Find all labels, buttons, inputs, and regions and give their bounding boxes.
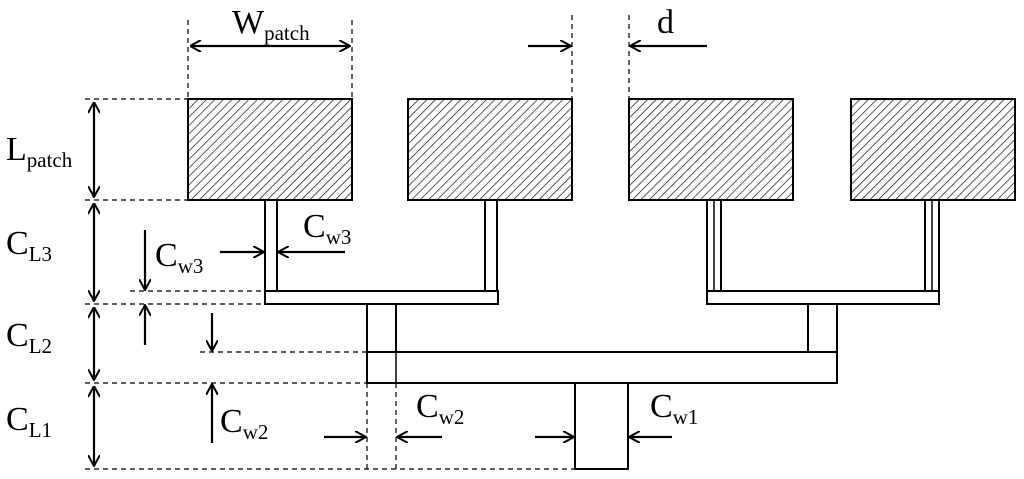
feed-bar-right-stage3 (706, 290, 940, 305)
feed-line-stage1 (574, 382, 629, 470)
cl3-label: CL3 (6, 225, 52, 266)
feed-line-stage2-right (807, 303, 838, 354)
feed-bar-left-stage3 (264, 290, 499, 305)
cw2-label-left: Cw2 (220, 403, 268, 444)
cw3-label-left: Cw3 (155, 237, 203, 278)
patch-3 (628, 98, 794, 201)
feed-line-stage3-2 (484, 199, 498, 293)
l-patch-label: Lpatch (6, 131, 73, 172)
cw2-label-right: Cw2 (416, 388, 464, 429)
d-label: d (657, 4, 674, 41)
patch-4 (850, 98, 1016, 201)
w-patch-label: Wpatch (232, 4, 310, 45)
cl1-label: CL1 (6, 401, 52, 442)
feed-bar-stage2 (366, 351, 838, 384)
patch-1 (187, 98, 353, 201)
patch-2 (407, 98, 573, 201)
feed-line-stage3-1 (264, 199, 278, 293)
cl2-label: CL2 (6, 317, 52, 358)
cw1-label: Cw1 (650, 388, 698, 429)
cw3-label-right: Cw3 (303, 208, 351, 249)
